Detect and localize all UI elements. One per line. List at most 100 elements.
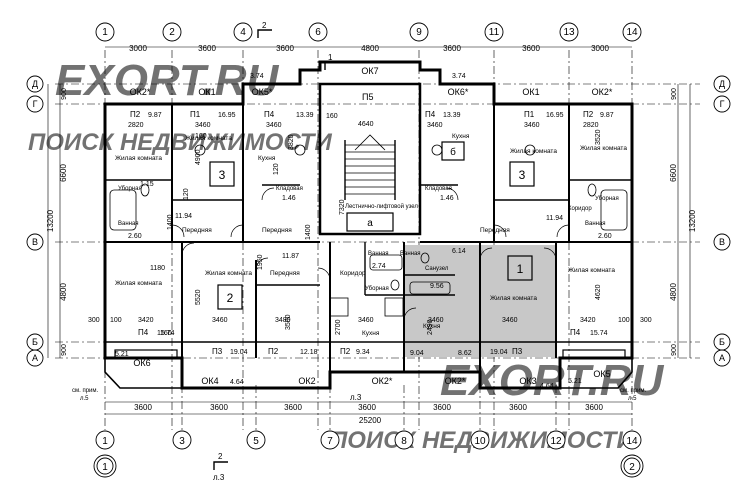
dimension-top: 3600	[443, 44, 461, 53]
stair-flight	[344, 134, 396, 232]
room-area: 19.04	[490, 349, 508, 356]
inner-dimension: 3460	[212, 317, 228, 324]
inner-dimension: 3480	[275, 317, 291, 324]
watermark-logo-top: EXORT.RU	[55, 56, 280, 105]
dimension-left: 900	[61, 344, 68, 356]
dimension-left: 6600	[59, 164, 68, 182]
inner-dimension: 120	[183, 188, 190, 200]
room-code: П4	[570, 328, 581, 337]
area-label: 9.04	[410, 350, 424, 357]
inner-dimension: 3420	[580, 317, 596, 324]
area-label: 5.21	[115, 351, 129, 358]
axis-letter-right: А	[719, 353, 725, 363]
dimension-total-right: 13200	[688, 209, 697, 232]
area-label: 1.46	[282, 195, 296, 202]
inner-dimension: 4640	[358, 121, 374, 128]
area-label: 11.87	[282, 253, 299, 260]
watermark-tagline-top: ПОИСК НЕДВИЖИМОСТИ	[28, 129, 332, 156]
stove	[329, 297, 349, 317]
note-line: см. прим.	[620, 388, 647, 394]
cut-mark-ref: л.3	[350, 393, 362, 402]
room-name: Уборная	[118, 186, 142, 192]
window-label: ОК2	[298, 376, 315, 386]
room-area: 19.04	[230, 349, 248, 356]
dimension-bottom: 3600	[585, 403, 603, 412]
labels: 1 2 4 6 9 11 13 14 1 3 5 7 8 10 12 14 Д …	[32, 21, 725, 482]
window-label: ОК1	[198, 87, 215, 97]
axis-label-bottom: 5	[253, 436, 259, 447]
inner-dimension: 1180	[150, 265, 165, 272]
axis-letter-left: Д	[32, 79, 38, 89]
window-label: ОК6*	[448, 87, 469, 97]
dimension-top: 3000	[129, 44, 147, 53]
dimension-right: 900	[671, 88, 678, 100]
axis-label-bottom: 10	[474, 436, 486, 447]
inner-dimension: 3460	[427, 122, 443, 129]
axis-label-top: 14	[626, 27, 638, 38]
axis-label-top: 6	[315, 27, 321, 38]
room-name: Ванная	[368, 251, 389, 257]
room-name: Передняя	[270, 270, 300, 277]
doors	[171, 187, 570, 321]
area-label: 9.56	[430, 283, 444, 290]
area-label: 6.14	[452, 248, 466, 255]
room-name: Жилая комната	[510, 148, 557, 155]
room-name: Коридор	[568, 206, 592, 212]
sink	[194, 144, 206, 156]
room-name: Санузел	[425, 266, 449, 272]
room-area: 9.87	[600, 112, 614, 119]
window-label: ОК2*	[592, 87, 613, 97]
apartment-number: 1	[517, 262, 524, 276]
room-name: Передняя	[182, 227, 212, 234]
axis-label-bottom: 12	[550, 436, 562, 447]
apartment-number: 3	[519, 168, 526, 182]
apartment-number: 3	[219, 168, 226, 182]
room-name: Передняя	[262, 227, 292, 234]
dimension-top: 3000	[591, 44, 609, 53]
inner-dimension: 3460	[524, 122, 540, 129]
area-label: 3.74	[250, 73, 264, 80]
room-area: 13.39	[443, 112, 461, 119]
sink	[431, 144, 443, 156]
room-name: Кладовая	[425, 186, 452, 192]
window-label: ОК4	[201, 376, 218, 386]
inner-dimension: 160	[160, 330, 172, 337]
dimension-total-left: 13200	[46, 209, 55, 232]
room-name: Жилая комната	[115, 280, 162, 287]
area-label: 1.15	[140, 181, 154, 188]
room-area: 9.34	[356, 349, 370, 356]
sink	[294, 144, 306, 156]
area-label: 3.74	[452, 73, 466, 80]
room-code: П4	[425, 110, 436, 119]
inner-dimension: 2490	[427, 319, 434, 335]
window-label: ОК2*	[445, 376, 466, 386]
inner-dimension: 300	[640, 317, 652, 324]
axis-letter-right: Г	[720, 99, 725, 109]
inner-dimension: 100	[618, 317, 630, 324]
axis-label-top: 4	[240, 27, 246, 38]
dimension-left: 900	[61, 88, 68, 100]
room-code: П1	[190, 110, 201, 119]
inner-dimension: 3460	[428, 317, 444, 324]
axis-label-bottom: 1	[102, 436, 108, 447]
bathtub	[369, 254, 403, 271]
room-name: Кухня	[452, 133, 470, 140]
section-marker-1: 1	[102, 462, 108, 473]
room-area: 13.39	[296, 112, 314, 119]
room-area: 12.18	[300, 349, 318, 356]
dimension-bottom: 3600	[284, 403, 302, 412]
inner-dimension: 7320	[339, 199, 346, 215]
room-area: 9.87	[148, 112, 162, 119]
apartment-letter: б	[450, 146, 456, 158]
dimension-top: 3600	[198, 44, 216, 53]
room-code: П2	[268, 347, 279, 356]
axis-letter-left: В	[32, 237, 38, 247]
room-name: Жилая комната	[185, 135, 232, 142]
area-label: 2.74	[372, 263, 386, 270]
inner-dimension: 3460	[195, 122, 211, 129]
room-name: Ванная	[400, 251, 421, 257]
room-code: П2	[340, 347, 351, 356]
apartment-number: 2	[227, 291, 234, 305]
window-label: ОК2*	[372, 376, 393, 386]
